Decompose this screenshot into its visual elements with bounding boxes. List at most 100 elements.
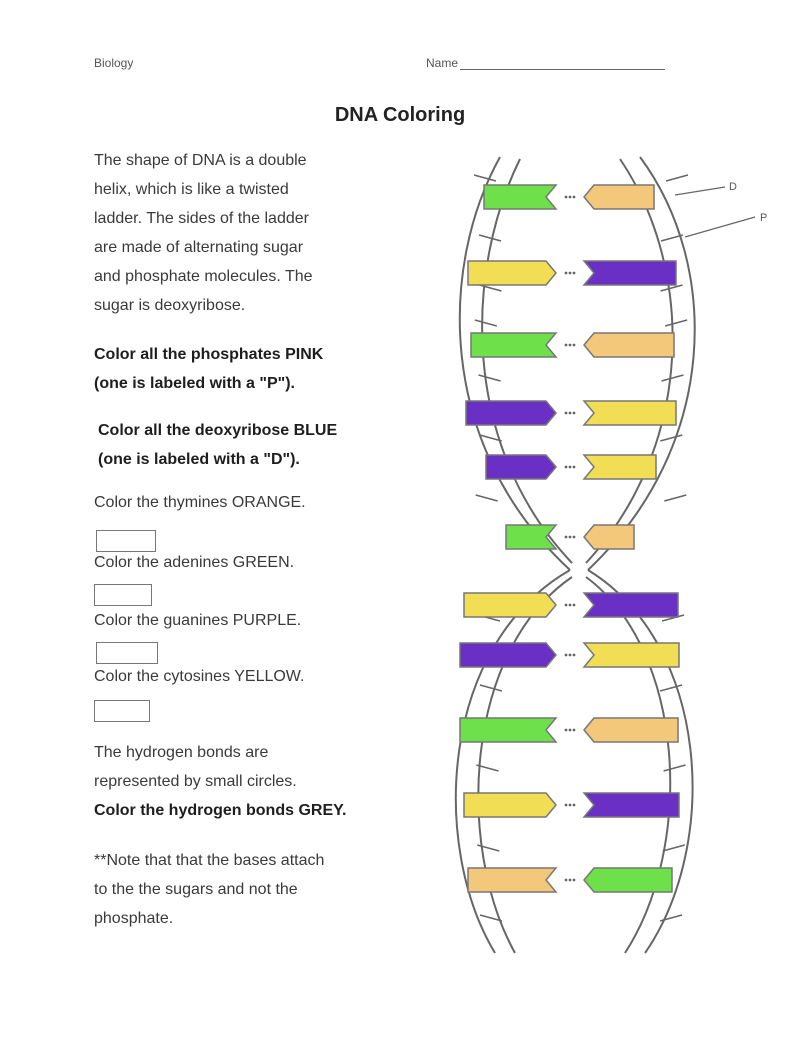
intro-line: and phosphate molecules. The <box>94 268 313 285</box>
backbone-segment <box>477 844 500 852</box>
adenine-instruction: Color the adenines GREEN. <box>94 554 295 571</box>
thymine-swatch <box>96 530 156 552</box>
intro-line: The shape of DNA is a double <box>94 152 307 169</box>
hydrogen-bond <box>572 195 576 199</box>
hydrogen-bond <box>572 878 576 882</box>
intro-line: sugar is deoxyribose. <box>94 297 246 314</box>
hydrogen-bond <box>568 878 572 882</box>
right-outer-strand <box>587 156 696 571</box>
note-paragraph: **Note that that the bases attach to the… <box>94 846 414 933</box>
hbond-line: Color the hydrogen bonds GREY. <box>94 802 347 819</box>
hydrogen-bond <box>564 728 568 732</box>
thymine-base <box>583 717 679 743</box>
name-field: Name <box>426 56 666 70</box>
adenine-base <box>583 867 673 893</box>
cytosine-base <box>582 642 680 668</box>
hydrogen-bond <box>568 343 572 347</box>
backbone-segment <box>473 174 497 182</box>
cytosine-base <box>582 454 657 480</box>
hydrogen-bond <box>568 803 572 807</box>
guanine-instruction: Color the guanines PURPLE. <box>94 612 302 629</box>
name-line <box>460 57 666 70</box>
subject-label: Biology <box>94 56 134 70</box>
label-p: P <box>760 212 767 224</box>
cytosine-swatch <box>94 700 150 722</box>
backbone-segments <box>473 174 689 922</box>
hydrogen-bond <box>572 271 576 275</box>
backbone-segment <box>663 764 686 772</box>
hydrogen-bond <box>568 195 572 199</box>
hydrogen-bond <box>564 465 568 469</box>
hydrogen-bond <box>564 803 568 807</box>
intro-line: are made of alternating sugar <box>94 239 304 256</box>
thymine-base <box>583 524 635 550</box>
hydrogen-bond <box>572 411 576 415</box>
hydrogen-bond <box>572 803 576 807</box>
hydrogen-bond <box>572 465 576 469</box>
thymine-base <box>583 332 675 358</box>
left-inner-strand <box>481 158 573 564</box>
left-inner-strand-lower <box>477 576 573 954</box>
backbone-segment <box>660 434 683 442</box>
thymine-base <box>467 867 558 893</box>
hydrogen-bond <box>564 411 568 415</box>
hydrogen-bond <box>568 728 572 732</box>
cytosine-base <box>463 792 557 818</box>
hydrogen-bond <box>572 603 576 607</box>
backbone-segment <box>478 234 502 242</box>
backbone-segment <box>661 374 684 382</box>
backbone-segment <box>662 844 685 852</box>
hydrogen-bond <box>564 343 568 347</box>
hydrogen-bond <box>572 343 576 347</box>
hydrogen-bond <box>568 535 572 539</box>
hydrogen-bond <box>572 653 576 657</box>
left-outer-strand <box>458 156 571 571</box>
guanine-base <box>582 592 679 618</box>
hydrogen-bond <box>564 271 568 275</box>
sugar-line: (one is labeled with a "D"). <box>98 451 300 468</box>
adenine-base <box>470 332 558 358</box>
backbone-segment <box>660 234 684 242</box>
backbone-segment <box>478 374 501 382</box>
guanine-base <box>582 792 680 818</box>
intro-line: helix, which is like a twisted <box>94 181 289 198</box>
adenine-base <box>483 184 558 210</box>
guanine-base <box>582 260 677 286</box>
backbone-segment <box>479 434 502 442</box>
backbone-segment <box>479 284 502 292</box>
phosphate-line: Color all the phosphates PINK <box>94 346 324 363</box>
guanine-base <box>465 400 557 426</box>
backbone-segment <box>664 319 688 327</box>
guanine-base <box>459 642 557 668</box>
label-d: D <box>729 181 737 193</box>
backbone-segment <box>660 284 683 292</box>
phosphate-line: (one is labeled with a "P"). <box>94 375 295 392</box>
hydrogen-bond <box>568 603 572 607</box>
backbone-segment <box>659 914 683 922</box>
note-line: **Note that that the bases attach <box>94 852 325 869</box>
backbone-segment <box>664 494 687 502</box>
thymine-base <box>583 184 655 210</box>
cytosine-base <box>467 260 557 286</box>
intro-paragraph: The shape of DNA is a double helix, whic… <box>94 146 414 320</box>
hydrogen-bond <box>568 653 572 657</box>
hydrogen-bond <box>564 603 568 607</box>
hbond-paragraph: The hydrogen bonds are represented by sm… <box>94 738 414 825</box>
backbone-segment <box>479 684 503 692</box>
intro-line: ladder. The sides of the ladder <box>94 210 309 227</box>
adenine-base <box>505 524 558 550</box>
hydrogen-bond <box>572 728 576 732</box>
cytosine-instruction: Color the cytosines YELLOW. <box>94 668 305 685</box>
backbone-segment <box>476 764 499 772</box>
backbone-segment <box>659 684 683 692</box>
hydrogen-bond <box>568 411 572 415</box>
left-outer-strand-lower <box>454 569 571 954</box>
backbone-segment <box>474 319 498 327</box>
hydrogen-bond <box>568 271 572 275</box>
right-inner-strand-lower <box>585 576 672 954</box>
guanine-base <box>485 454 557 480</box>
base-pairs <box>459 184 680 893</box>
label-pointers: D P <box>674 181 767 238</box>
hydrogen-bond <box>572 535 576 539</box>
sugar-instruction: Color all the deoxyribose BLUE (one is l… <box>98 416 418 474</box>
